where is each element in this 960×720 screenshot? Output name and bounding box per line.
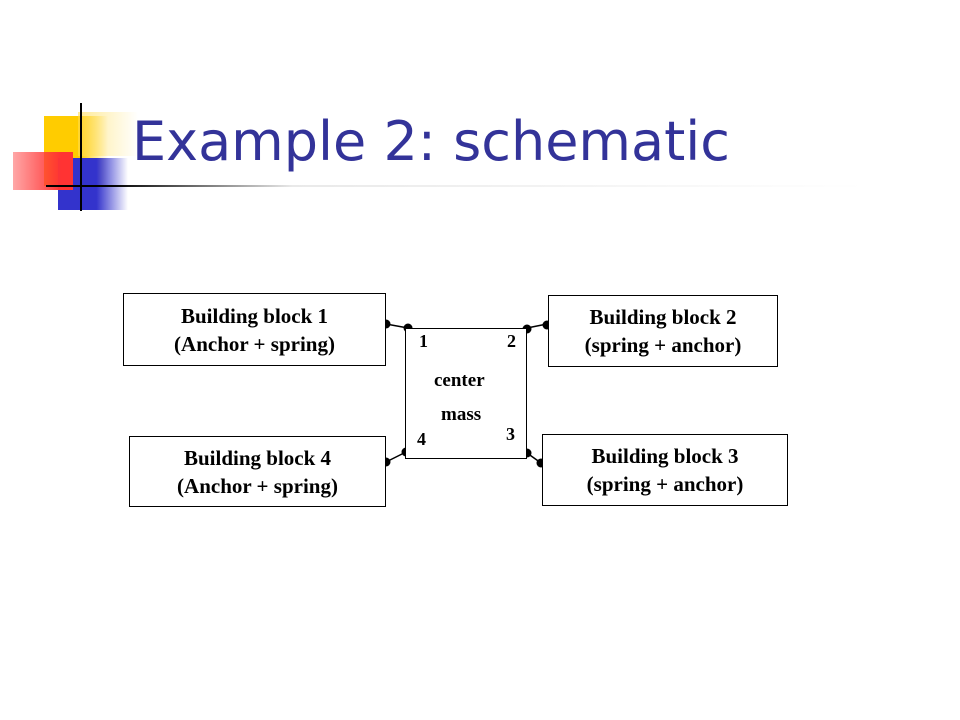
building-block-4: Building block 4 (Anchor + spring): [129, 436, 386, 507]
center-mass-label-line2: mass: [441, 404, 482, 425]
deco-yellow-fade: [78, 112, 138, 156]
building-block-1-title: Building block 1: [180, 303, 329, 328]
building-block-2-subtitle: (spring + anchor): [584, 333, 742, 357]
deco-red-square: [13, 152, 73, 190]
building-block-4-subtitle: (Anchor + spring): [177, 473, 338, 498]
building-block-2: Building block 2 (spring + anchor): [548, 295, 778, 367]
building-block-1: Building block 1 (Anchor + spring): [123, 293, 386, 366]
building-block-2-title: Building block 2: [589, 305, 737, 329]
port-label-3: 3: [506, 424, 515, 444]
port-label-2: 2: [507, 331, 516, 351]
center-mass-label-line1: center: [434, 370, 485, 391]
port-label-1: 1: [419, 331, 428, 351]
port-label-4: 4: [417, 429, 426, 449]
slide-title: Example 2: schematic: [132, 110, 730, 173]
corner-decoration: [0, 0, 866, 220]
building-block-3-subtitle: (spring + anchor): [586, 472, 744, 496]
deco-vertical-line: [80, 103, 82, 211]
building-block-4-title: Building block 4: [183, 445, 332, 470]
center-mass-box: [405, 328, 527, 459]
building-block-3-title: Building block 3: [591, 444, 739, 468]
building-block-1-subtitle: (Anchor + spring): [174, 331, 335, 356]
building-block-3: Building block 3 (spring + anchor): [542, 434, 788, 506]
deco-horizontal-line: [46, 185, 866, 187]
